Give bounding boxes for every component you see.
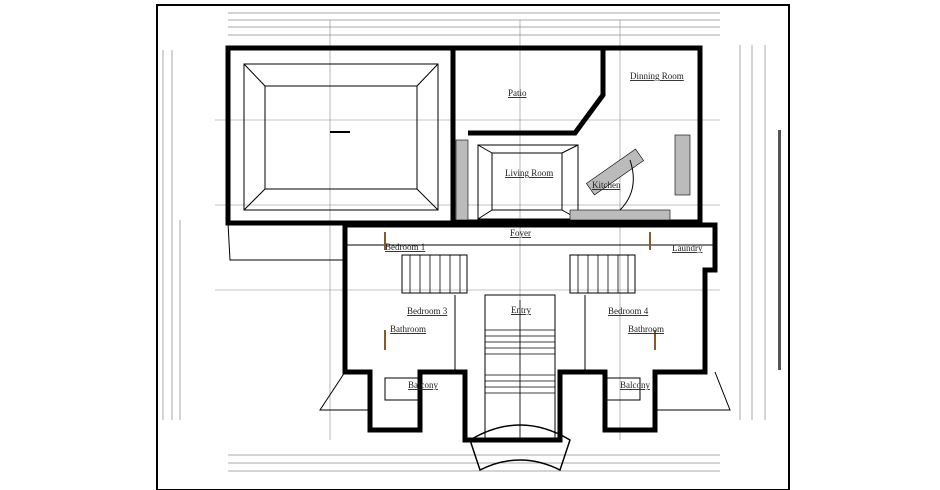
label-dining-room: Dinning Room xyxy=(630,71,684,81)
label-bathroom-right: Bathroom xyxy=(628,324,664,334)
label-bathroom-left: Bathroom xyxy=(390,324,426,334)
label-living-room: Living Room xyxy=(505,168,553,178)
room-labels: Patio Dinning Room Living Room Kitchen F… xyxy=(385,71,703,390)
label-laundry: Laundry xyxy=(672,243,703,253)
label-patio: Patio xyxy=(508,88,527,98)
label-kitchen: Kitchen xyxy=(592,180,621,190)
curved-entry-steps xyxy=(469,424,571,472)
label-balcony-left: Balcony xyxy=(408,380,438,390)
label-foyer: Foyer xyxy=(510,228,531,238)
main-wing xyxy=(450,45,703,225)
label-balcony-right: Balcony xyxy=(620,380,650,390)
label-bedroom-3: Bedroom 3 xyxy=(407,306,448,316)
label-bedroom-1: Bedroom 1 xyxy=(385,242,425,252)
sheet-frame xyxy=(156,4,790,490)
vertical-notes xyxy=(778,130,781,370)
label-bedroom-4: Bedroom 4 xyxy=(608,306,649,316)
left-deck xyxy=(227,222,346,261)
label-entry: Entry xyxy=(511,305,531,315)
dimension-lines xyxy=(162,12,766,472)
lower-wing xyxy=(319,222,731,472)
left-roof-wing xyxy=(225,45,456,226)
